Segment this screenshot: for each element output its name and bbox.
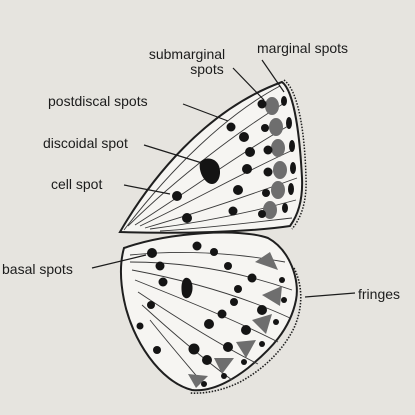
cell-spot-label: cell spot	[51, 176, 103, 192]
hindwing-basal-spots	[147, 248, 193, 299]
forewing-marginal-spots	[263, 97, 287, 219]
submarginal-spots-label: submarginal spots	[132, 47, 242, 77]
hindwing-marginal-dots	[201, 277, 287, 387]
leader-lines	[91, 59, 356, 298]
discoidal-spot	[199, 158, 221, 184]
forewing-postdiscal-spots	[182, 122, 255, 223]
forewing	[118, 79, 307, 234]
fringes-leader	[304, 292, 356, 298]
cell-spot	[172, 191, 182, 201]
hindwing-marginal-spots	[188, 252, 282, 388]
forewing-outline	[118, 80, 304, 234]
forewing-submarginal-spots	[257, 99, 273, 218]
basal-leader	[91, 254, 147, 269]
submarginal-label-line1: submarginal	[148, 46, 226, 62]
marginal-spots-label: marginal spots	[257, 40, 349, 56]
submarginal-leader	[232, 67, 265, 101]
basal-spots-label: basal spots	[2, 261, 73, 277]
discoidal-leader	[143, 144, 203, 164]
marginal-leader	[261, 59, 285, 93]
hindwing-fringe	[189, 267, 302, 394]
hindwing	[120, 231, 302, 394]
cell-leader	[123, 184, 171, 195]
discoidal-spot-label: discoidal spot	[43, 135, 128, 151]
forewing-marginal-dots	[281, 96, 296, 213]
submarginal-label-line2: spots	[190, 61, 224, 77]
forewing-fringe	[283, 79, 307, 230]
postdiscal-spots-label: postdiscal spots	[48, 93, 148, 109]
postdiscal-leader	[182, 103, 229, 122]
fringes-label: fringes	[358, 286, 401, 302]
hindwing-spots	[136, 241, 267, 365]
